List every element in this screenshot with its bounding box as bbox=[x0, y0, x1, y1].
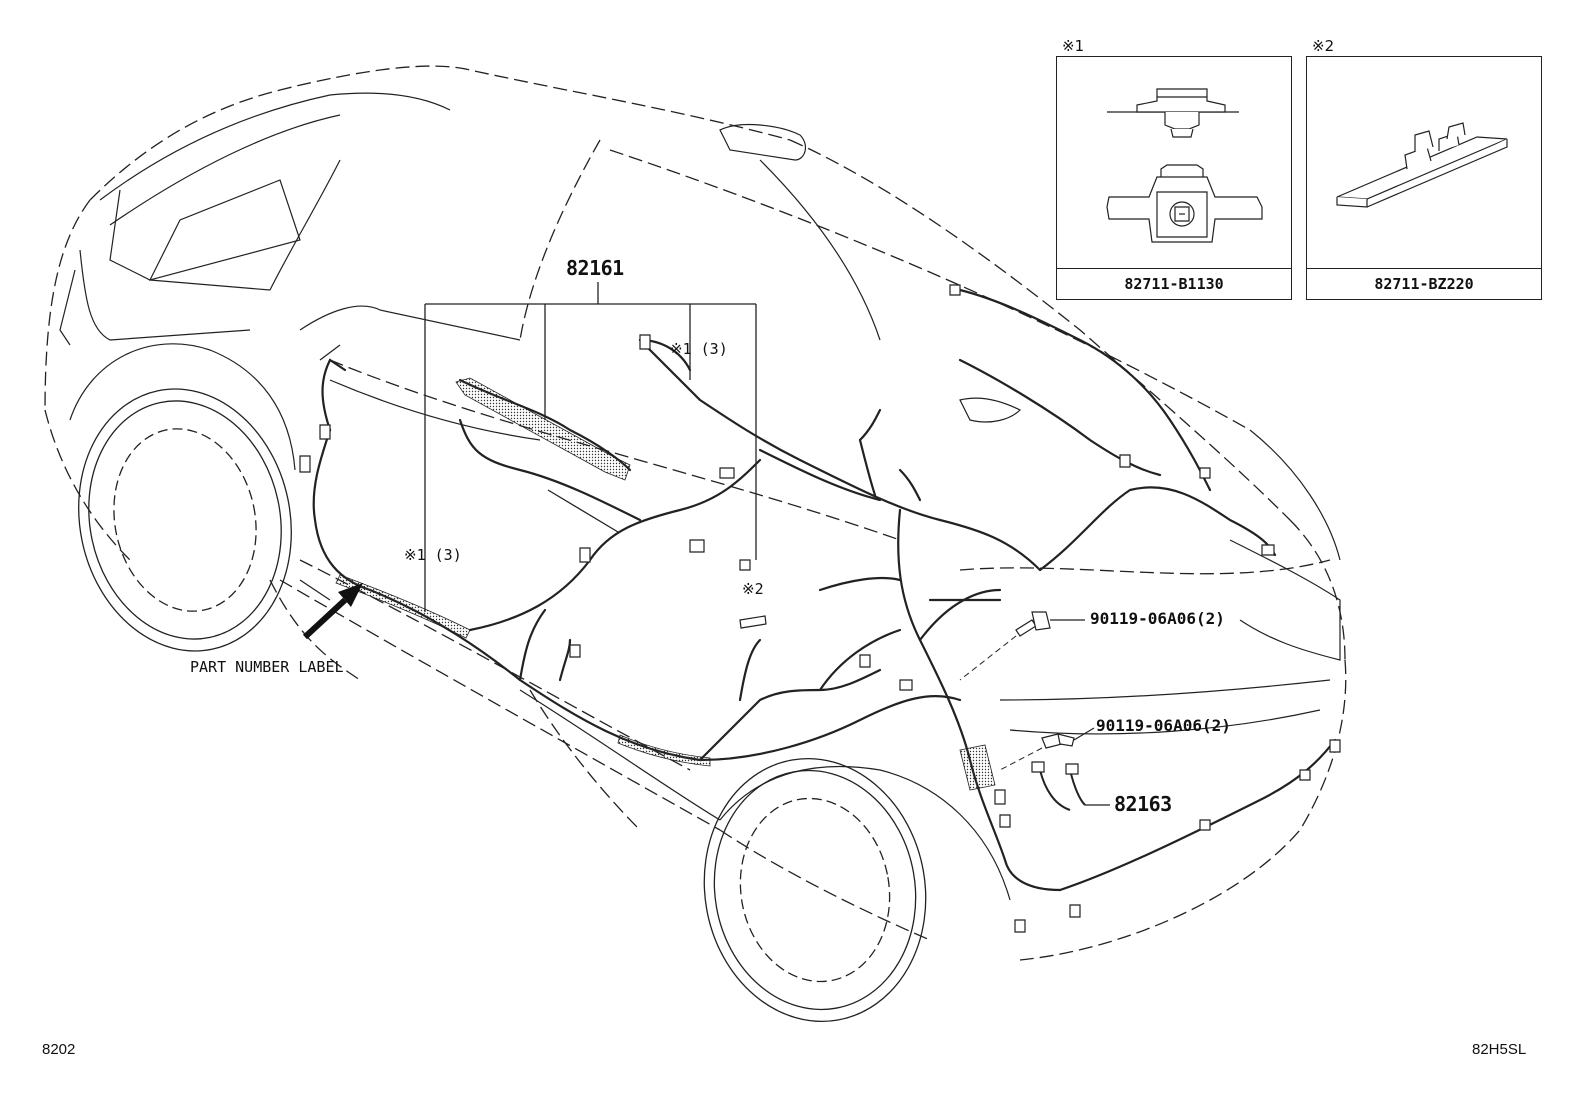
inset-clamp-2: 82711-BZ220 bbox=[1306, 56, 1542, 300]
vehicle-body-outline bbox=[45, 66, 1346, 960]
inset-1-tag: ※1 bbox=[1062, 37, 1085, 55]
clip-qty-label-left: ※1 (3) bbox=[404, 546, 462, 564]
harness-connectors bbox=[300, 285, 1340, 932]
footer-illustration-code: 82H5SL bbox=[1472, 1041, 1527, 1058]
bolt-2 bbox=[1042, 728, 1094, 748]
clip-qty-label-upper: ※1 (3) bbox=[670, 340, 728, 358]
bolt-2-part-label: 90119-06A06(2) bbox=[1096, 716, 1231, 735]
part-number-label-text: PART NUMBER LABEL bbox=[190, 658, 344, 676]
footer-figure-code: 8202 bbox=[42, 1041, 76, 1058]
clamp-near-harness bbox=[740, 616, 766, 628]
part-number-label-arrow bbox=[305, 583, 363, 637]
inset-1-part-number: 82711-B1130 bbox=[1057, 268, 1291, 299]
vehicle-body-contours bbox=[60, 93, 1340, 900]
bolt-1 bbox=[1016, 612, 1085, 636]
inset-clip-1: 82711-B1130 bbox=[1056, 56, 1292, 300]
clip-icon bbox=[1057, 57, 1289, 267]
harness-tape-segments bbox=[336, 378, 995, 790]
sub-harness-part-label: 82163 bbox=[1114, 792, 1172, 816]
inset-2-tag: ※2 bbox=[1312, 37, 1335, 55]
clamp-icon bbox=[1307, 57, 1539, 267]
bolt-1-part-label: 90119-06A06(2) bbox=[1090, 609, 1225, 628]
clamp-label: ※2 bbox=[742, 580, 764, 598]
front-wheel bbox=[684, 741, 947, 1039]
main-harness-callout-bracket bbox=[425, 282, 756, 612]
bolt-leaders bbox=[960, 636, 1042, 770]
main-harness-part-label: 82161 bbox=[566, 256, 624, 280]
inset-2-part-number: 82711-BZ220 bbox=[1307, 268, 1541, 299]
rear-wheel bbox=[55, 369, 315, 671]
sub-harness-82163 bbox=[1032, 762, 1110, 810]
